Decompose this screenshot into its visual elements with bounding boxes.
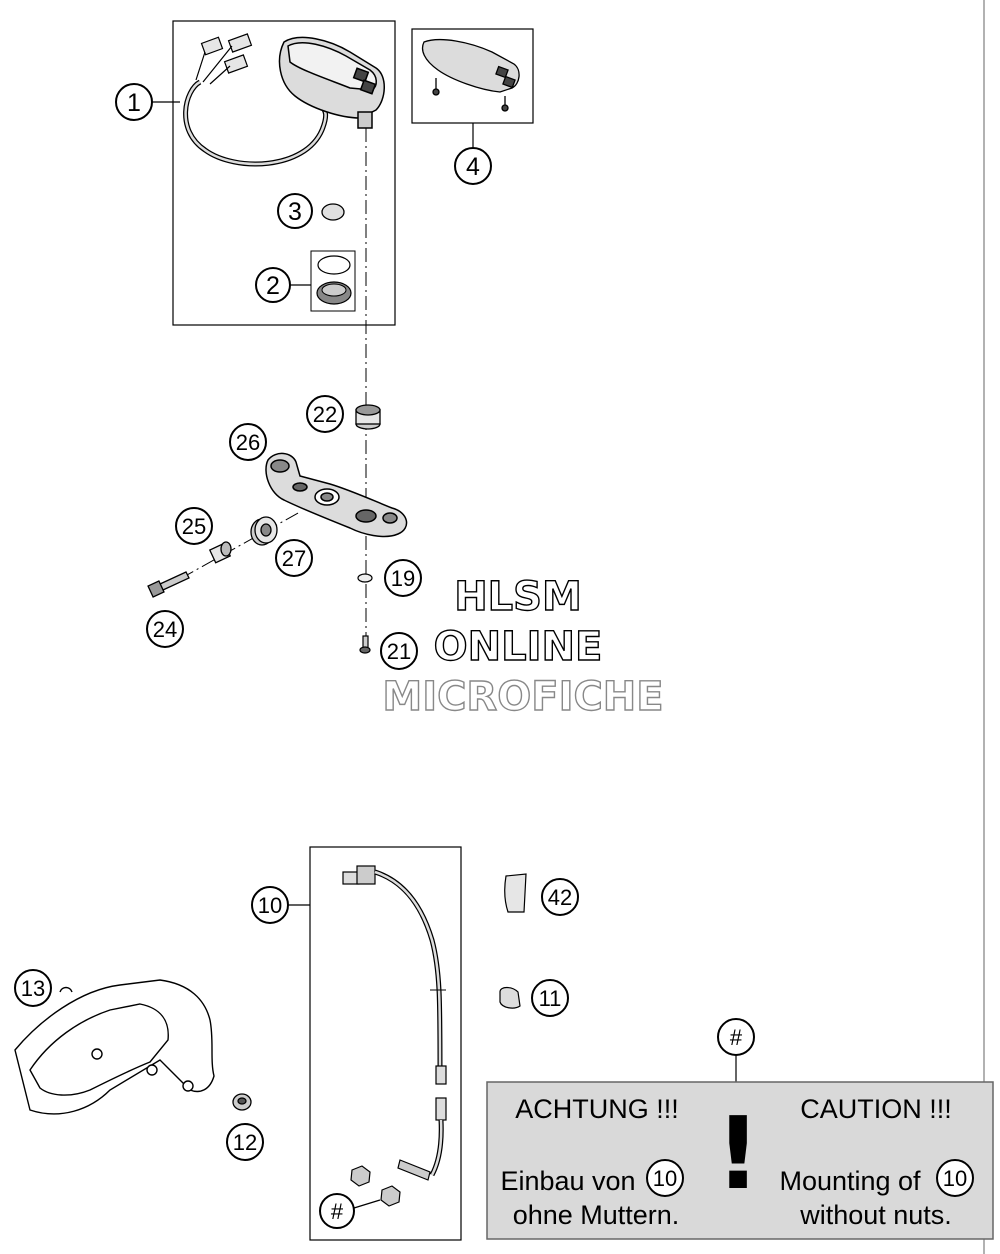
callout-4: 4 [454, 147, 492, 185]
cable-clip-part [499, 986, 521, 1009]
battery-cap-part [321, 203, 345, 221]
exclamation-mark: ! [715, 1095, 761, 1212]
grommet-part [355, 404, 381, 430]
callout-26: 26 [229, 423, 267, 461]
notice-right-heading: CAUTION !!! [800, 1094, 952, 1124]
callout-13-label: 13 [21, 976, 45, 1001]
notice-left-line2: ohne Muttern. [513, 1200, 680, 1230]
callout-3: 3 [277, 193, 313, 229]
callout-26-label: 26 [236, 430, 260, 455]
callout-19: 19 [384, 559, 422, 597]
brake-disc-part [14, 979, 215, 1115]
notice-panel: # ACHTUNG !!! Einbau von 10 ohne Muttern… [486, 1018, 994, 1240]
callout-11: 11 [531, 979, 569, 1017]
callout-25-label: 25 [182, 514, 206, 539]
callout-42-label: 42 [548, 885, 572, 910]
speedometer-kit-box [172, 20, 396, 326]
notice-box [486, 1081, 994, 1240]
callout-12: 12 [226, 1123, 264, 1161]
notice-right-line1: Mounting of [779, 1166, 921, 1196]
callout-42: 42 [541, 878, 579, 916]
notice-right-ref: 10 [943, 1166, 967, 1191]
notice-left-heading: ACHTUNG !!! [515, 1094, 679, 1124]
callout-12-label: 12 [233, 1130, 257, 1155]
callout-19-label: 19 [391, 566, 415, 591]
bracket-part [265, 452, 408, 538]
notice-hash-label: # [730, 1025, 743, 1050]
clip-part [504, 873, 527, 913]
part2-box [310, 250, 356, 312]
speedometer-cover-part [421, 39, 520, 112]
callout-3-label: 3 [288, 198, 302, 226]
side-grommet-part [250, 516, 278, 546]
callout-2-label: 2 [266, 272, 280, 300]
notice-left-ref: 10 [653, 1166, 677, 1191]
callout-hash-bottom-label: # [331, 1199, 344, 1224]
washer-part [357, 573, 373, 583]
callout-1-label: 1 [127, 89, 141, 117]
callout-11-label: 11 [539, 986, 562, 1011]
speed-sensor-part [342, 865, 447, 1181]
callout-22-label: 22 [313, 402, 337, 427]
callout-24-label: 24 [153, 617, 177, 642]
o-ring-part [317, 255, 351, 275]
callout-21-label: 21 [387, 639, 411, 664]
notice-right-line2: without nuts. [799, 1200, 952, 1230]
callout-1: 1 [115, 83, 180, 121]
callout-10-label: 10 [258, 893, 282, 918]
spacer-part [232, 1093, 252, 1111]
bolt-part [147, 571, 190, 598]
callout-27-label: 27 [282, 546, 306, 571]
hex-nuts-part [350, 1165, 401, 1207]
notice-left-line1: Einbau von [500, 1166, 635, 1196]
callout-4-label: 4 [466, 153, 480, 181]
watermark: HLSM ONLINE MICROFICHE [382, 573, 665, 720]
callout-22: 22 [306, 395, 344, 433]
callout-27: 27 [275, 539, 313, 577]
watermark-line1: HLSM [454, 574, 582, 620]
callout-13: 13 [14, 969, 52, 1007]
watermark-line3: MICROFICHE [382, 674, 663, 720]
callout-hash-bottom: # [319, 1193, 381, 1229]
callout-2: 2 [255, 267, 311, 303]
sensor-kit-box [309, 846, 462, 1241]
callout-24: 24 [146, 610, 184, 648]
wiring-connectors [195, 33, 253, 85]
callout-21: 21 [380, 632, 418, 670]
bushing-part [208, 541, 232, 564]
callout-25: 25 [175, 507, 213, 545]
callout-10: 10 [251, 886, 310, 924]
speedometer-unit [278, 36, 385, 129]
watermark-line2: ONLINE [434, 624, 603, 670]
screw-part [359, 635, 371, 654]
